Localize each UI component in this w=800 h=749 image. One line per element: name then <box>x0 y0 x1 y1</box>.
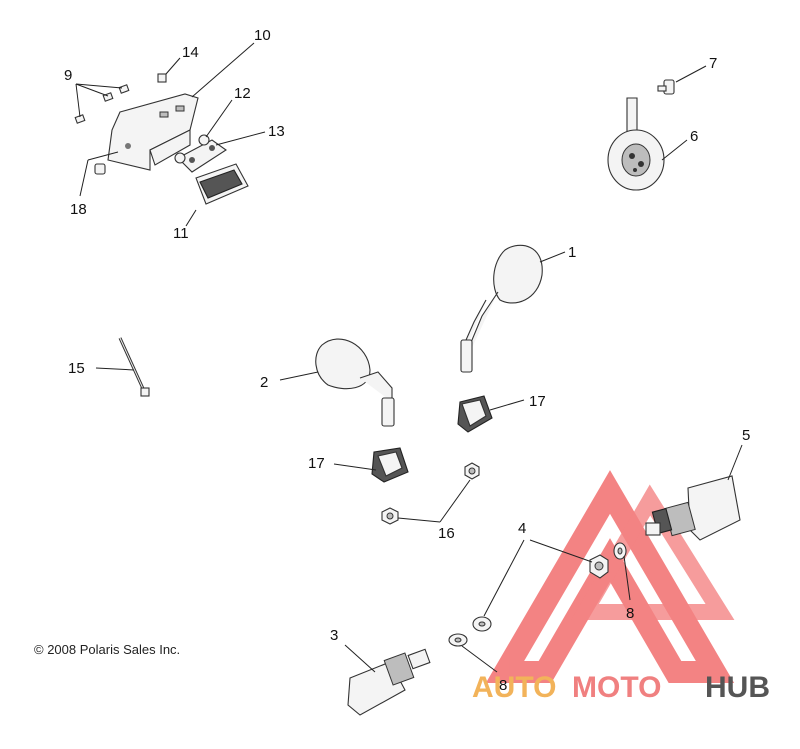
bolt <box>657 79 675 95</box>
callout-15-label: 15 <box>68 360 85 377</box>
mirror-right <box>460 244 543 373</box>
watermark-moto: MOTO <box>572 671 661 704</box>
callout-9-label: 9 <box>64 67 72 84</box>
callout-17a: 17 <box>489 393 546 411</box>
callout-12-label: 12 <box>234 85 251 102</box>
mirror-left <box>315 338 395 427</box>
callout-14: 14 <box>165 44 199 75</box>
spacer <box>94 163 106 175</box>
callout-16: 16 <box>397 479 471 542</box>
callout-17b-label: 17 <box>308 455 325 472</box>
callout-8a-label: 8 <box>626 605 634 622</box>
turn-signal-front <box>645 475 741 541</box>
plate <box>177 139 227 173</box>
screws <box>74 73 167 124</box>
callout-5: 5 <box>727 427 750 481</box>
callout-9: 9 <box>64 67 123 118</box>
callout-12: 12 <box>205 85 251 138</box>
callout-11: 11 <box>173 209 197 242</box>
license-bracket <box>107 93 199 171</box>
watermark-text: AUTO MOTO HUB <box>472 671 770 704</box>
callout-8b: 8 <box>461 645 507 694</box>
horn <box>607 97 665 191</box>
callout-17b: 17 <box>308 455 377 472</box>
mirror-clamp <box>371 395 493 483</box>
callout-4: 4 <box>483 520 593 617</box>
callout-5-label: 5 <box>742 427 750 444</box>
copyright-text: © 2008 Polaris Sales Inc. <box>34 642 180 657</box>
nut <box>472 554 609 632</box>
callout-18-label: 18 <box>70 201 87 218</box>
callout-7: 7 <box>675 55 717 83</box>
watermark-auto: AUTO <box>472 671 556 704</box>
callout-13-label: 13 <box>268 123 285 140</box>
callout-16-label: 16 <box>438 525 455 542</box>
watermark-hub: HUB <box>705 671 770 704</box>
callout-10-label: 10 <box>254 27 271 44</box>
callout-2: 2 <box>260 371 319 391</box>
callout-6-label: 6 <box>690 128 698 145</box>
callout-4-label: 4 <box>518 520 526 537</box>
callout-15: 15 <box>68 360 135 377</box>
callout-13: 13 <box>215 123 285 146</box>
callout-3: 3 <box>330 627 376 673</box>
callout-8a: 8 <box>623 555 634 622</box>
callout-17a-label: 17 <box>529 393 546 410</box>
callout-3-label: 3 <box>330 627 338 644</box>
license-light <box>174 134 249 205</box>
turn-signal-rear <box>347 648 431 716</box>
nut-mirror <box>381 462 480 525</box>
cable-tie <box>118 337 150 397</box>
callout-2-label: 2 <box>260 374 268 391</box>
callout-1-label: 1 <box>568 244 576 261</box>
callout-11-label: 11 <box>173 225 189 242</box>
callout-7-label: 7 <box>709 55 717 72</box>
callout-1: 1 <box>539 244 576 263</box>
callout-8b-label: 8 <box>499 677 507 694</box>
callout-10: 10 <box>191 27 271 98</box>
callout-18: 18 <box>70 151 119 218</box>
callout-6: 6 <box>661 128 698 161</box>
callout-14-label: 14 <box>182 44 199 61</box>
washer <box>448 542 627 647</box>
